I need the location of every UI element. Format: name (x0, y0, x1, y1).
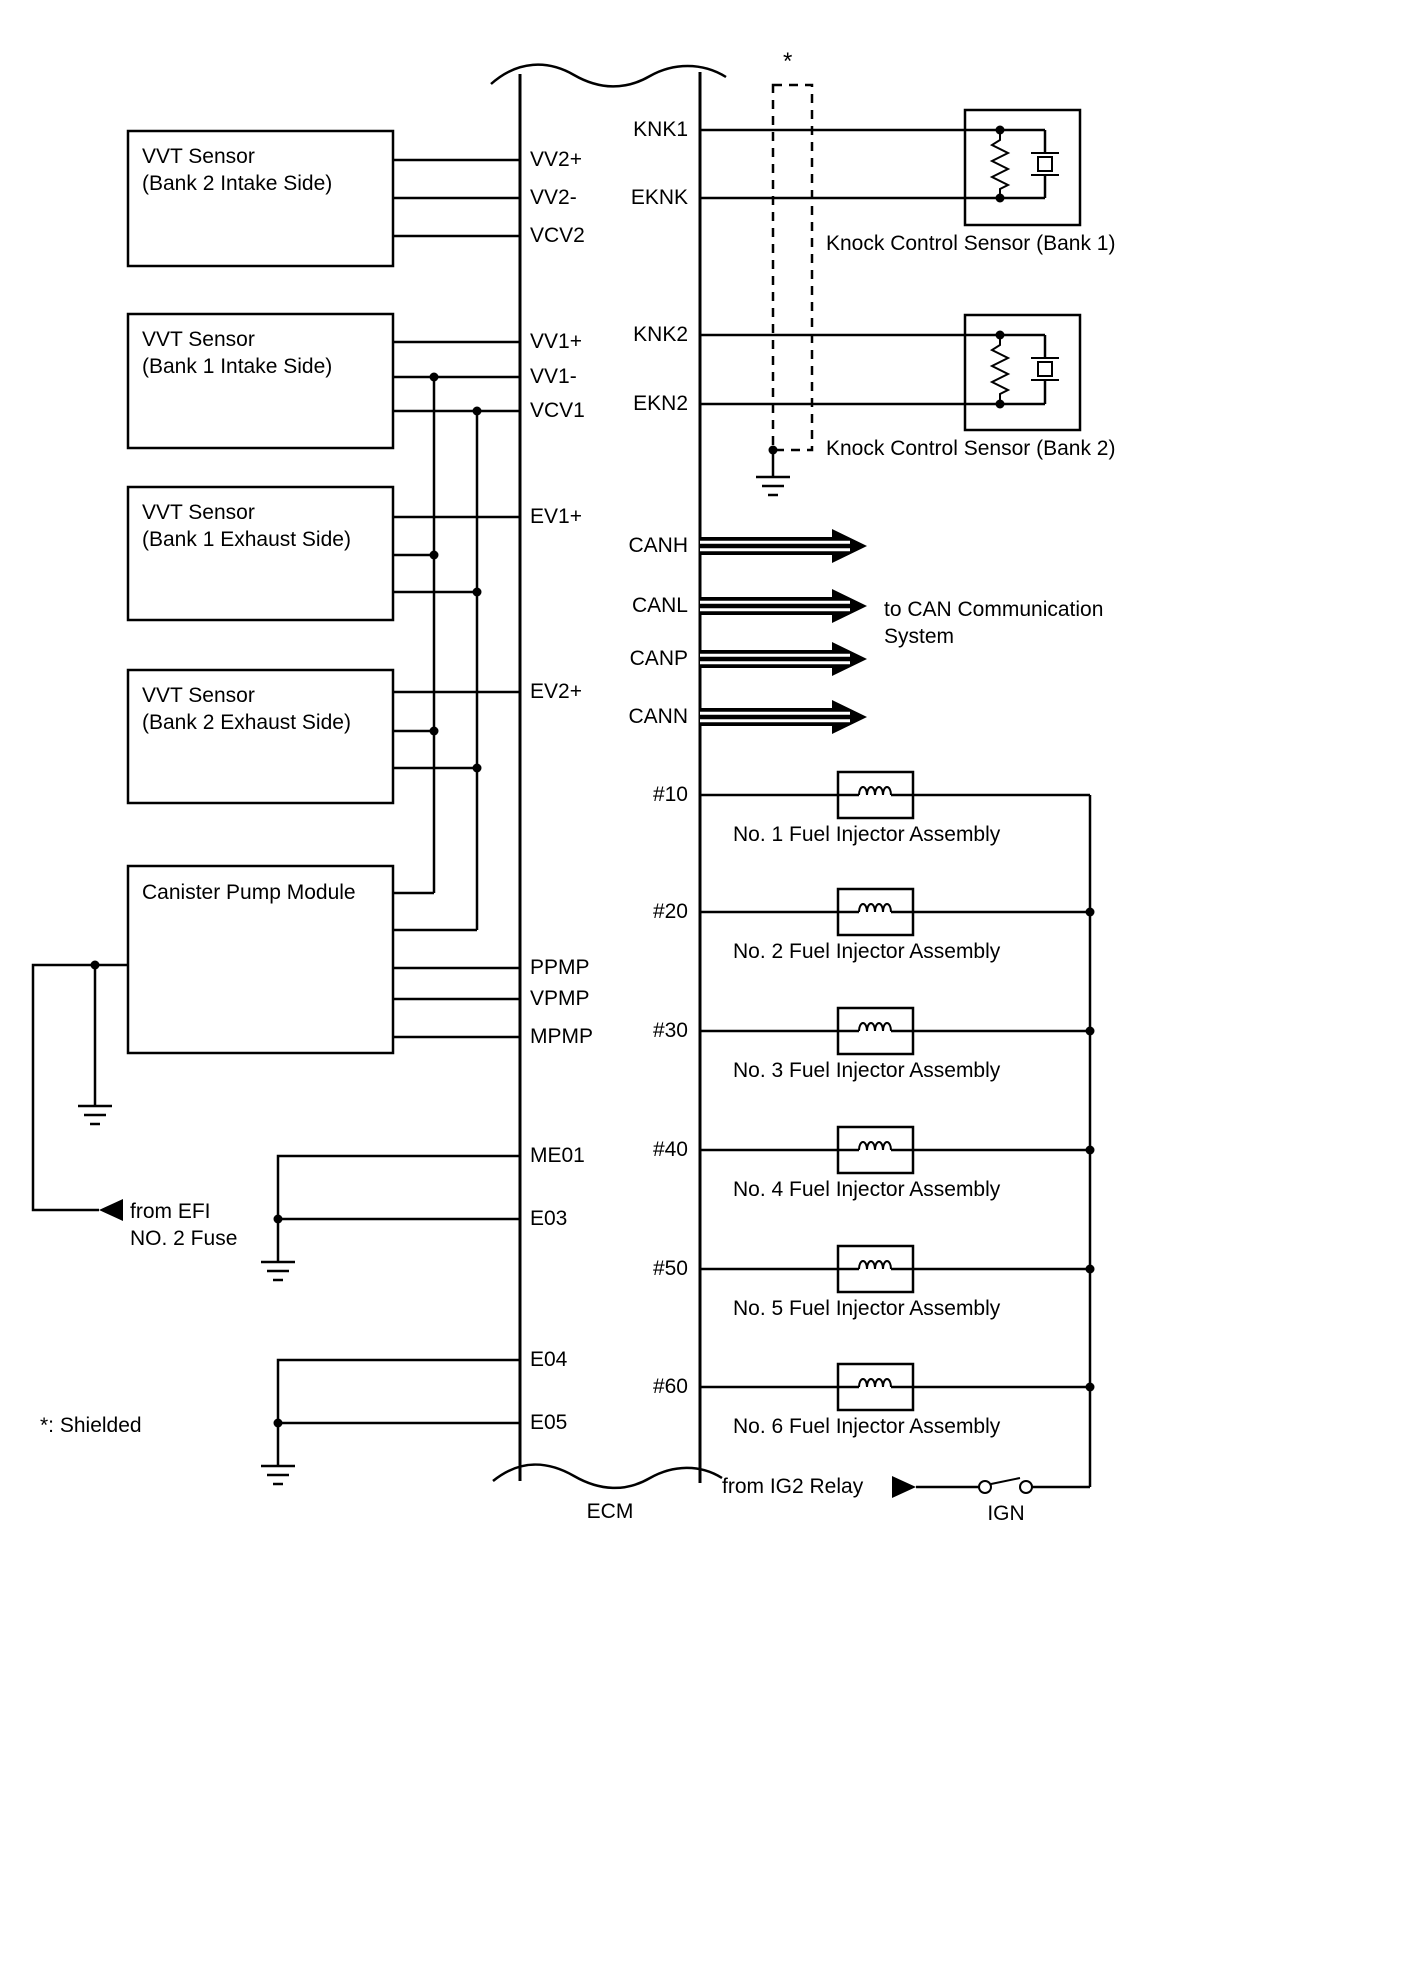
pin-ppmp: PPMP (530, 956, 590, 979)
injector-5-label: No. 5 Fuel Injector Assembly (733, 1297, 1001, 1320)
pin-vv2-plus: VV2+ (530, 148, 582, 171)
piezo-element-symbol (1037, 156, 1053, 172)
pin-ekn2: EKN2 (633, 392, 688, 415)
pin-vpmp: VPMP (530, 987, 590, 1010)
canh-arrow (700, 529, 867, 563)
piezo-element-symbol (1037, 361, 1053, 377)
junction-dot (273, 1418, 283, 1428)
vvt-bank2-exhaust-box (126, 668, 395, 805)
coil-icon (858, 903, 892, 913)
vvt-bank1-intake-label: VVT Sensor (Bank 1 Intake Side) (142, 328, 333, 378)
ecm-label: ECM (586, 1500, 634, 1523)
pin-vv1-minus: VV1- (530, 365, 577, 388)
canister-pump-label: Canister Pump Module (142, 881, 356, 904)
knock-sensor-bank1-box (963, 108, 1082, 227)
pin-cann: CANN (628, 705, 688, 728)
ign-label: IGN (987, 1502, 1025, 1525)
pin-ev1-plus: EV1+ (530, 505, 582, 528)
pin-inj40: #40 (652, 1138, 688, 1161)
ignition-switch (892, 1476, 1033, 1498)
knock-sensor-bank2-internals (989, 335, 1059, 404)
vvt-bank1-exhaust-box (126, 485, 395, 622)
pin-vv2-minus: VV2- (530, 186, 577, 209)
ecm-band (490, 63, 727, 1490)
component-boxes (126, 129, 395, 1055)
coil-icon (858, 1378, 892, 1388)
canp-arrow (700, 642, 867, 676)
vvt-bank2-intake-box (126, 129, 395, 268)
left-wiring (393, 158, 520, 1039)
injector-2-label: No. 2 Fuel Injector Assembly (733, 940, 1001, 963)
from-ig2-note: from IG2 Relay (722, 1475, 864, 1498)
pin-knk1: KNK1 (633, 118, 688, 141)
canl-arrow (700, 589, 867, 623)
fuel-injectors (700, 770, 1095, 1489)
ecm-break-line-top (490, 63, 727, 88)
resistor-symbol (989, 130, 1011, 198)
pin-knk2: KNK2 (633, 323, 688, 346)
knock-sensor-bank1-internals (989, 130, 1059, 198)
pin-canp: CANP (629, 647, 688, 670)
can-bus-arrows (700, 529, 867, 734)
pin-inj20: #20 (652, 900, 688, 923)
ground-symbol (261, 1260, 295, 1282)
junction-dot (90, 960, 100, 970)
left-junction-dots (429, 372, 482, 773)
coil-icon (858, 1141, 892, 1151)
ecm-break-line-bottom (492, 1463, 723, 1490)
pin-e04: E04 (530, 1348, 568, 1371)
coil-icon (858, 1260, 892, 1270)
shield-ground (756, 450, 790, 497)
knock-sensor-bank2-box (963, 313, 1082, 432)
from-ig2-arrow (892, 1476, 916, 1498)
vvt-bank1-exhaust-label: VVT Sensor (Bank 1 Exhaust Side) (142, 501, 351, 551)
pin-canh: CANH (628, 534, 688, 557)
vvt-bank2-intake-label: VVT Sensor (Bank 2 Intake Side) (142, 145, 333, 195)
pin-ev2-plus: EV2+ (530, 680, 582, 703)
pin-vcv1: VCV1 (530, 399, 585, 422)
pin-inj10: #10 (652, 783, 688, 806)
vvt-bank1-intake-box (126, 312, 395, 450)
pin-inj50: #50 (652, 1257, 688, 1280)
injector-1-label: No. 1 Fuel Injector Assembly (733, 823, 1001, 846)
pin-canl: CANL (631, 594, 688, 617)
power-ground-wiring (31, 963, 520, 1466)
junction-dot (273, 1214, 283, 1224)
cann-arrow (700, 700, 867, 734)
knock-sensor-bank2-label: Knock Control Sensor (Bank 2) (826, 437, 1116, 460)
ground-symbol (261, 1464, 295, 1486)
pin-e05: E05 (530, 1411, 568, 1434)
pin-me01: ME01 (530, 1144, 585, 1167)
injector-3-label: No. 3 Fuel Injector Assembly (733, 1059, 1001, 1082)
knock-sensor-wiring (700, 128, 1047, 406)
canister-pump-box (126, 864, 395, 1055)
vvt-bank2-exhaust-label: VVT Sensor (Bank 2 Exhaust Side) (142, 684, 351, 734)
shield-junction-dot (768, 445, 778, 455)
from-efi-arrow (99, 1199, 123, 1221)
pin-vcv2: VCV2 (530, 224, 585, 247)
can-system-note: to CAN Communication System (884, 598, 1104, 648)
knock-sensor-bank1-label: Knock Control Sensor (Bank 1) (826, 232, 1116, 255)
injector-6-label: No. 6 Fuel Injector Assembly (733, 1415, 1001, 1438)
pin-vv1-plus: VV1+ (530, 330, 582, 353)
coil-icon (858, 1022, 892, 1032)
injector-4-label: No. 4 Fuel Injector Assembly (733, 1178, 1001, 1201)
shield-star: * (783, 48, 793, 75)
shielded-note: *: Shielded (40, 1414, 142, 1437)
pin-inj30: #30 (652, 1019, 688, 1042)
from-efi-note: from EFI NO. 2 Fuse (130, 1200, 238, 1250)
pin-eknk: EKNK (630, 186, 688, 209)
coil-icon (858, 786, 892, 796)
pin-inj60: #60 (652, 1375, 688, 1398)
ground-symbol (78, 1104, 112, 1126)
shield-box (771, 83, 814, 452)
pin-e03: E03 (530, 1207, 568, 1230)
pin-mpmp: MPMP (530, 1025, 593, 1048)
resistor-symbol (989, 335, 1011, 404)
